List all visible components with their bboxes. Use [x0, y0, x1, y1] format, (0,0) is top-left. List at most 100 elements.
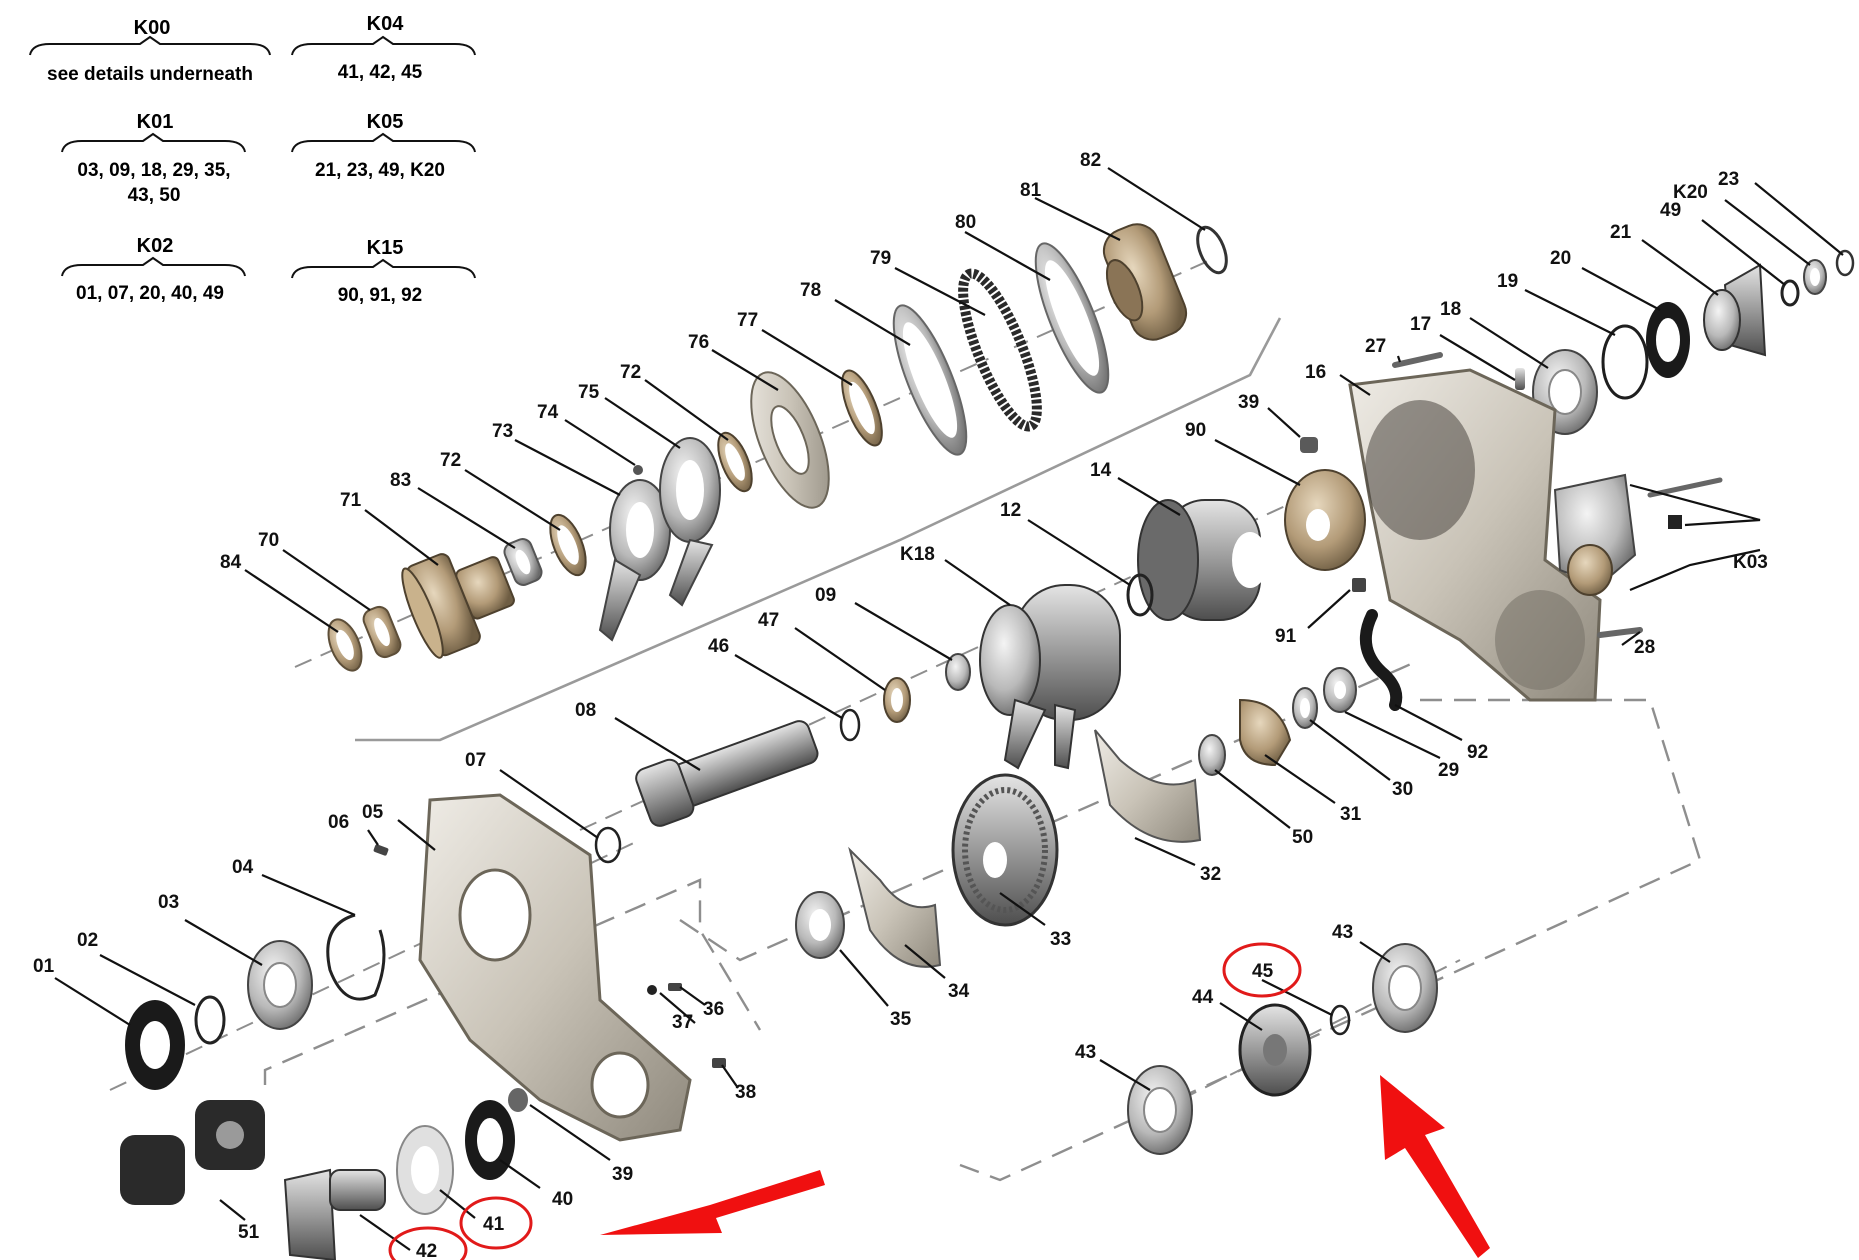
legend-head: K04 [367, 13, 405, 35]
legend-line: 43, 50 [128, 185, 181, 206]
legend: K00 see details underneath K04 41, 42, 4… [29, 13, 476, 306]
part-27-bolt [1392, 352, 1443, 368]
highlight-circle-45 [1222, 942, 1302, 998]
part-k20-washer [1803, 259, 1827, 295]
callout-40: 40 [552, 1189, 573, 1210]
part-49-oring [1780, 279, 1800, 307]
callout-27: 27 [1365, 336, 1386, 357]
legend-brace [29, 35, 271, 56]
part-04-circlip [326, 913, 386, 1001]
legend-line: 41, 42, 45 [338, 62, 423, 83]
part-07-oring [594, 826, 622, 864]
callout-29: 29 [1438, 760, 1459, 781]
callout-77: 77 [737, 310, 758, 331]
part-39-plug [1300, 437, 1318, 453]
legend-brace [291, 35, 476, 56]
part-29-bearing [1323, 667, 1357, 713]
legend-brace [291, 132, 476, 153]
part-32-oil-deflector [1094, 729, 1202, 843]
part-20-seal [1646, 302, 1690, 378]
callout-43: 43 [1075, 1042, 1096, 1063]
callout-41: 41 [483, 1214, 505, 1235]
legend-brace [61, 132, 246, 153]
part-90-motor-plate [1284, 469, 1366, 571]
callout-k03: K03 [1733, 552, 1768, 573]
part-21-flange [1703, 263, 1767, 357]
part-36-spring [668, 983, 682, 991]
part-71-gear-shaft [401, 553, 515, 659]
part-14-drum [1137, 499, 1268, 621]
legend-line: 01, 07, 20, 40, 49 [76, 283, 224, 304]
legend-line: 03, 09, 18, 29, 35, [77, 160, 230, 181]
part-44-gear [1238, 1003, 1312, 1097]
callout-12: 12 [1000, 500, 1021, 521]
callout-20: 20 [1550, 248, 1571, 269]
callout-70: 70 [258, 530, 279, 551]
part-72-thrust-bearing [549, 513, 587, 577]
callout-32: 32 [1200, 864, 1221, 885]
part-02-circlip [194, 995, 226, 1045]
legend-line: see details underneath [47, 64, 253, 85]
legend-line: 21, 23, 49, K20 [315, 160, 445, 181]
red-arrow-up [1380, 1075, 1490, 1258]
legend-group-k15: K15 90, 91, 92 [291, 237, 476, 306]
part-06-pin [373, 844, 389, 856]
part-78-clutch-plate [892, 304, 968, 456]
callout-37: 37 [672, 1012, 693, 1033]
part-28-bolt [1597, 627, 1643, 638]
callout-91: 91 [1275, 626, 1297, 647]
callout-33: 33 [1050, 929, 1071, 950]
part-80-clutch-plate [1034, 242, 1110, 394]
part-70-needle-bearing [362, 605, 402, 659]
part-73-shift-fork [598, 479, 671, 642]
part-03-ball-bearing [247, 940, 313, 1030]
legend-group-k02: K02 01, 07, 20, 40, 49 [61, 235, 246, 304]
dashed-boundary-left [263, 878, 762, 1085]
part-01-seal [125, 1000, 185, 1090]
part-12-circlip [1126, 573, 1154, 617]
callout-08: 08 [575, 700, 596, 721]
callout-01: 01 [33, 956, 55, 977]
callout-34: 34 [948, 981, 970, 1002]
callout-02: 02 [77, 930, 98, 951]
legend-group-k05: K05 21, 23, 49, K20 [291, 111, 476, 181]
highlights [388, 942, 1490, 1260]
legend-head: K02 [137, 235, 174, 257]
callout-07: 07 [465, 750, 486, 771]
callout-05: 05 [362, 802, 384, 823]
part-05-front-housing [418, 793, 692, 1142]
legend-group-k00: K00 see details underneath [29, 17, 271, 85]
part-42-output-flange [283, 1168, 386, 1260]
callout-39: 39 [1238, 392, 1259, 413]
callout-74: 74 [537, 402, 559, 423]
callout-50: 50 [1292, 827, 1313, 848]
part-43-ball-bearing-2 [1127, 1065, 1193, 1155]
legend-head: K01 [137, 111, 174, 133]
callout-79: 79 [870, 248, 891, 269]
callout-38: 38 [735, 1082, 756, 1103]
callout-19: 19 [1497, 271, 1518, 292]
part-08-main-shaft [635, 720, 819, 827]
callout-81: 81 [1020, 180, 1042, 201]
part-50-needle-bearing [1198, 734, 1226, 776]
callout-39-2: 39 [612, 1164, 633, 1185]
callout-17: 17 [1410, 314, 1431, 335]
part-82-circlip [1196, 225, 1228, 275]
part-23-circlip [1835, 249, 1855, 277]
part-k03-actuator [1553, 473, 1723, 596]
legend-head: K00 [134, 17, 171, 39]
part-45-circlip [1329, 1004, 1351, 1036]
callout-49: 49 [1660, 200, 1681, 221]
part-46-circlip [839, 708, 861, 742]
parts [120, 223, 1855, 1260]
legend-head: K05 [367, 111, 404, 133]
callout-28: 28 [1634, 637, 1655, 658]
callout-46: 46 [708, 636, 729, 657]
legend-group-k04: K04 41, 42, 45 [291, 13, 476, 83]
part-30-washer [1292, 687, 1318, 729]
part-09-needle-bearing [945, 653, 971, 691]
part-81-clutch-hub [1102, 223, 1188, 341]
part-79-friction-plate [958, 268, 1042, 432]
legend-brace [291, 258, 476, 279]
